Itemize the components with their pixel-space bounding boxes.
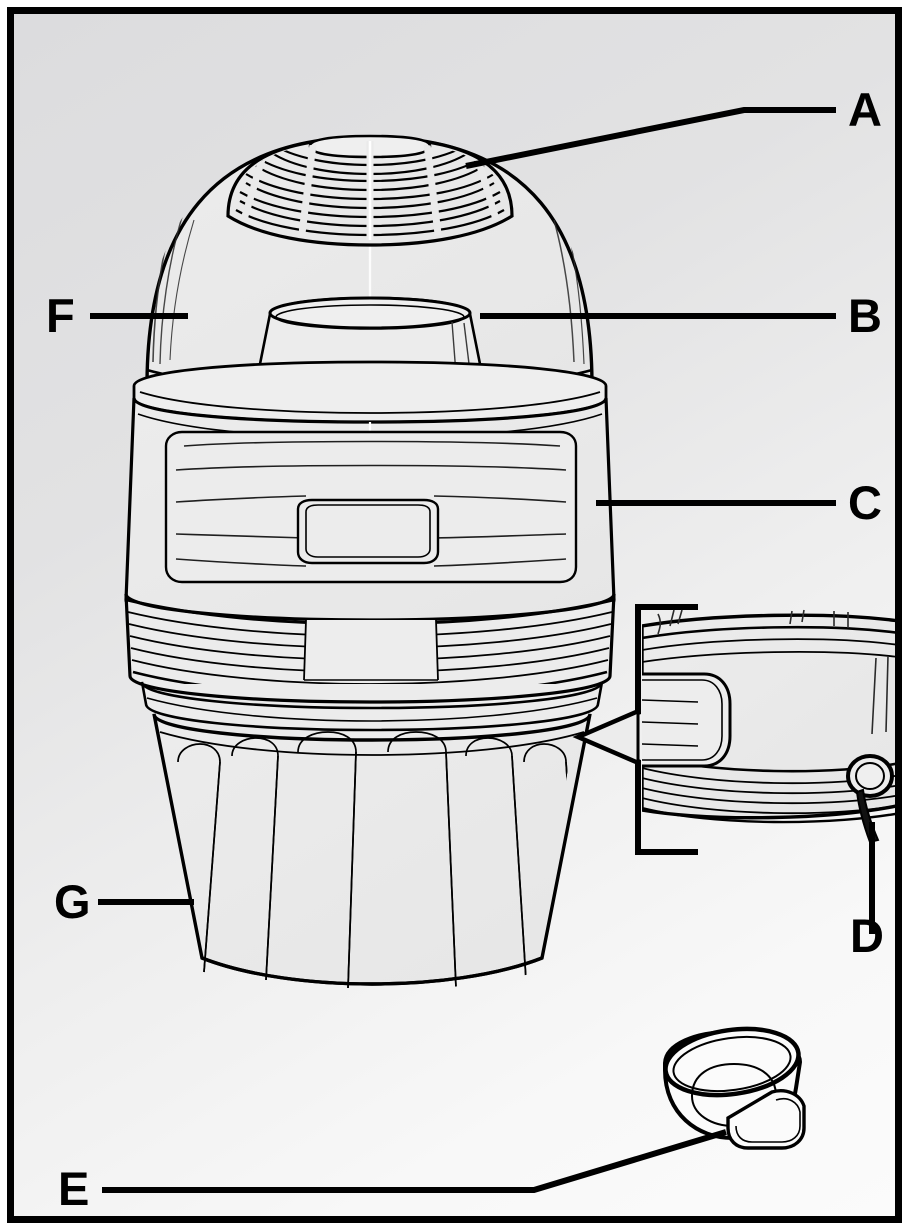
ribbed-base-housing: [140, 681, 604, 989]
main-body: [124, 360, 616, 628]
callout-label-d: D: [850, 909, 884, 962]
clear-dome-lid: [145, 134, 594, 398]
panel-badge: [296, 498, 440, 565]
vent-grid: [226, 134, 514, 247]
detail-bracket: [572, 604, 698, 855]
callout-label-f: F: [46, 289, 75, 342]
ribbed-collar-band: [124, 593, 616, 704]
callout-label-a: A: [848, 83, 882, 136]
front-control-panel: [164, 430, 578, 584]
latch-detail-enlargement: [642, 609, 895, 844]
leader-lines: [90, 107, 875, 1193]
latch-release-knob: [846, 754, 894, 844]
leader-line-a: [465, 107, 836, 169]
diagram-artwork: [90, 107, 895, 1193]
leader-line-e: [102, 1129, 727, 1193]
measuring-scoop: [663, 1026, 806, 1150]
callout-label-b: B: [848, 289, 882, 342]
callout-label-e: E: [58, 1162, 89, 1215]
callout-label-c: C: [848, 476, 882, 529]
callout-label-g: G: [54, 875, 91, 928]
diagram-frame: A B C D E F G: [7, 7, 902, 1223]
latch-tab: [642, 672, 732, 768]
